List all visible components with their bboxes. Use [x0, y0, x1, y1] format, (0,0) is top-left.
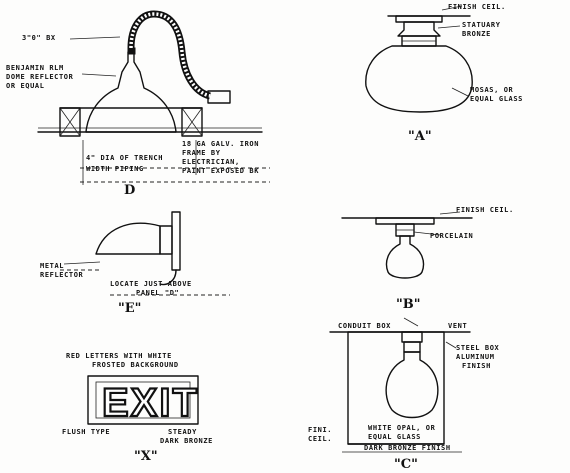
fixture-a: FINISH CEIL. STATUARY BRONZE MOSAS, OR E… — [365, 3, 523, 144]
fixture-c-letter: "C" — [394, 457, 418, 472]
trench-label-1: 4" DIA OF TRENCH — [86, 154, 163, 162]
bottom-label-x1: FLUSH TYPE — [62, 428, 110, 436]
vent-label-c: VENT — [448, 322, 467, 330]
side-label-c1: FINI. — [308, 426, 332, 434]
globe-lamp-c — [385, 351, 439, 419]
top-label-x1: RED LETTERS WITH WHITE — [66, 352, 172, 360]
metal-reflector-e — [95, 222, 161, 255]
exit-sign-text: EXIT — [102, 381, 199, 425]
dome-reflector-shape — [85, 51, 177, 133]
reflector-label-3: OR EQUAL — [6, 82, 45, 90]
box-label-c2: ALUMINUM — [456, 353, 495, 361]
glass-label-c1: WHITE OPAL, OR — [368, 424, 436, 432]
bottom-label-x3: DARK BRONZE — [160, 437, 213, 445]
fixture-x-letter: "X" — [134, 449, 158, 464]
outlet-box — [207, 90, 231, 104]
reflector-label-e2: REFLECTOR — [40, 271, 84, 279]
box-label-c1: STEEL BOX — [456, 344, 500, 352]
glass-label-c2: EQUAL GLASS — [368, 433, 421, 441]
wall-plate-e — [171, 211, 181, 271]
fixture-a-letter: "A" — [408, 129, 432, 144]
fixture-e: METAL REFLECTOR LOCATE JUST ABOVE PANEL … — [40, 211, 230, 316]
trench-label-2: WIDTH PIPING — [86, 165, 144, 173]
box-label: 3"0" BX — [22, 34, 56, 42]
glass-label-2: EQUAL GLASS — [470, 95, 523, 103]
glass-label-1: MOSAS, OR — [470, 86, 514, 94]
bottom-label-x2: STEADY — [168, 428, 197, 436]
side-label-c2: CEIL. — [308, 435, 332, 443]
fixture-c: CONDUIT BOX VENT STEEL BOX ALUMINUM FINI… — [308, 317, 500, 472]
fixture-d: 3"0" BX BENJAMIN RLM DOME REFLECTOR OR E… — [6, 10, 270, 198]
exit-sign-frame — [87, 375, 199, 425]
fixture-b: FINISH CEIL. PORCELAIN "B" — [341, 206, 514, 312]
fixture-b-letter: "B" — [396, 297, 421, 312]
frame-label-3: ELECTRICIAN, — [182, 158, 240, 166]
locate-label-1: LOCATE JUST ABOVE — [110, 280, 192, 288]
glass-bowl-a — [365, 45, 473, 113]
conduit-label-c: CONDUIT BOX — [338, 322, 391, 330]
reflector-label-e1: METAL — [40, 262, 64, 270]
reflector-label-2: DOME REFLECTOR — [6, 73, 74, 81]
box-label-c3: FINISH — [462, 362, 491, 370]
top-label-x2: FROSTED BACKGROUND — [92, 361, 179, 369]
finish-label-b: FINISH CEIL. — [456, 206, 514, 214]
frame-label-4: PAINT EXPOSED BK — [182, 167, 259, 175]
bottom-label-c: DARK BRONZE FINISH — [364, 444, 451, 452]
cap-label-1: STATUARY — [462, 21, 501, 29]
fixture-x: EXIT RED LETTERS WITH WHITE FROSTED BACK… — [62, 352, 213, 464]
socket-label-b: PORCELAIN — [430, 232, 473, 240]
frame-label-2: FRAME BY — [182, 149, 221, 157]
cap-label-2: BRONZE — [462, 30, 491, 38]
finish-label-a: FINISH CEIL. — [448, 3, 506, 11]
locate-label-2: PANEL "D" — [136, 289, 179, 297]
canopy-a — [397, 21, 441, 37]
frame-label-1: 18 GA GALV. IRON — [182, 140, 259, 148]
fixture-d-letter: D — [124, 183, 135, 198]
reflector-label-1: BENJAMIN RLM — [6, 64, 64, 72]
fixture-e-letter: "E" — [118, 301, 141, 316]
lamp-bulb-b — [385, 235, 425, 279]
